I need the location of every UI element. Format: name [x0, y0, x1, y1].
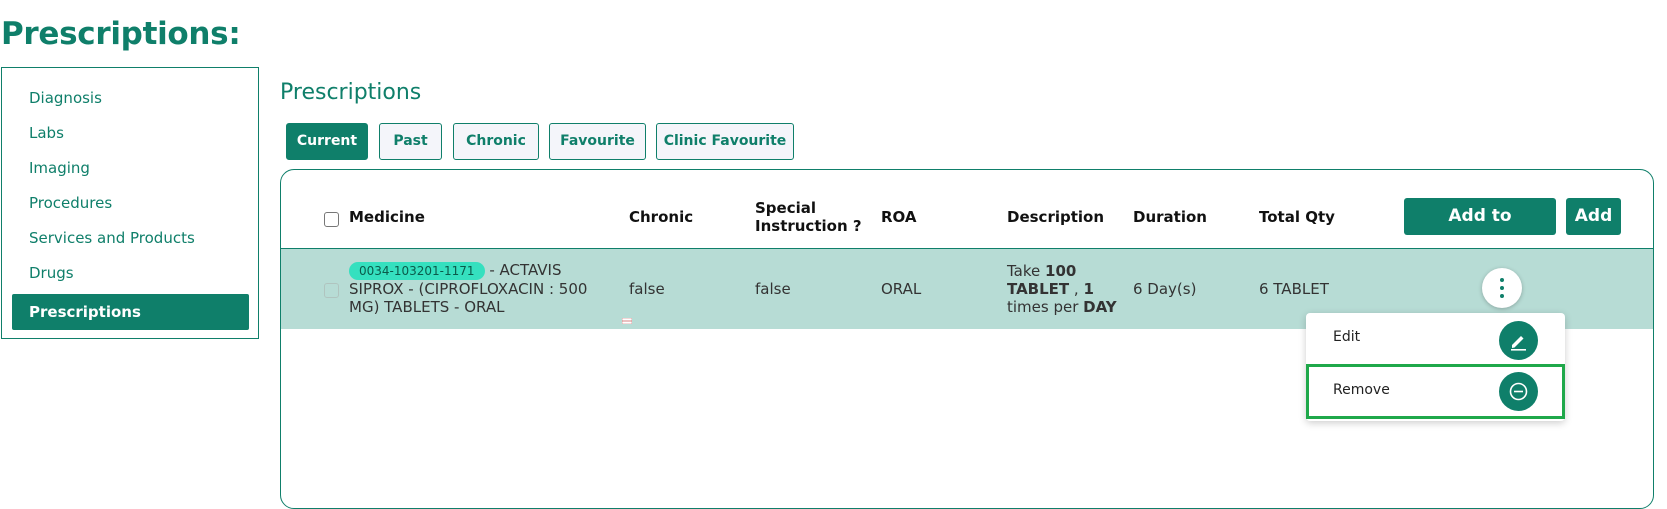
- section-title: Prescriptions: [280, 80, 422, 105]
- menu-item-edit[interactable]: Edit: [1306, 313, 1565, 363]
- row-checkbox[interactable]: [324, 283, 339, 298]
- tab-favourite[interactable]: Favourite: [549, 123, 646, 160]
- column-header-chronic: Chronic: [629, 208, 694, 226]
- description-period: DAY: [1083, 298, 1117, 316]
- duration-cell: 6 Day(s): [1133, 280, 1197, 298]
- description-unit: TABLET: [1007, 280, 1070, 298]
- column-header-medicine: Medicine: [349, 208, 425, 226]
- description-separator: ,: [1069, 280, 1084, 298]
- chronic-cell: false: [629, 280, 665, 298]
- total-qty-cell: 6 TABLET: [1259, 280, 1329, 298]
- edit-button[interactable]: [1499, 321, 1538, 360]
- medicine-name: - ACTAVIS SIPROX - (CIPROFLOXACIN : 500 …: [349, 261, 588, 316]
- page-title: Prescriptions:: [1, 16, 241, 52]
- description-text-2: times per: [1007, 298, 1084, 316]
- sidebar-item-labs[interactable]: Labs: [29, 124, 64, 142]
- tab-clinic-favourite[interactable]: Clinic Favourite: [656, 123, 794, 160]
- pencil-icon: [1511, 336, 1526, 351]
- sidebar: Diagnosis Labs Imaging Procedures Servic…: [1, 67, 259, 339]
- sidebar-item-procedures[interactable]: Procedures: [29, 194, 113, 212]
- column-header-duration: Duration: [1133, 208, 1207, 226]
- sidebar-item-services-and-products[interactable]: Services and Products: [29, 229, 195, 247]
- description-text: Take: [1007, 262, 1046, 280]
- column-header-description: Description: [1007, 208, 1105, 226]
- description-qty: 100: [1045, 262, 1077, 280]
- column-header-roa: ROA: [881, 208, 917, 226]
- row-actions-menu: Edit Remove: [1306, 313, 1565, 421]
- remove-button[interactable]: [1499, 372, 1538, 411]
- tab-chronic[interactable]: Chronic: [453, 123, 539, 160]
- sidebar-item-prescriptions[interactable]: Prescriptions: [12, 294, 249, 330]
- select-all-checkbox[interactable]: [324, 212, 339, 227]
- menu-item-remove[interactable]: Remove: [1306, 364, 1565, 419]
- row-actions-kebab-button[interactable]: [1482, 268, 1522, 308]
- medicine-cell: 0034-103201-1171 - ACTAVIS SIPROX - (CIP…: [349, 261, 614, 316]
- roa-cell: ORAL: [881, 280, 922, 298]
- add-button[interactable]: Add: [1566, 198, 1621, 235]
- minus-circle-icon: [1509, 382, 1528, 401]
- kebab-dot: [1500, 286, 1504, 290]
- description-times: 1: [1083, 280, 1094, 298]
- sidebar-item-diagnosis[interactable]: Diagnosis: [29, 89, 102, 107]
- kebab-menu-icon: [1500, 278, 1504, 282]
- medicine-code-badge: 0034-103201-1171: [349, 262, 485, 280]
- description-cell: Take 100 TABLET , 1 times per DAY: [1007, 262, 1117, 316]
- menu-item-edit-label: Edit: [1333, 329, 1361, 345]
- special-instruction-cell: false: [755, 280, 791, 298]
- tab-past[interactable]: Past: [379, 123, 442, 160]
- add-to-favourite-button[interactable]: Add to Favourite: [1404, 198, 1556, 263]
- column-header-total-qty: Total Qty: [1259, 208, 1335, 226]
- flag-icon: [622, 318, 632, 324]
- sidebar-item-imaging[interactable]: Imaging: [29, 159, 90, 177]
- menu-item-remove-label: Remove: [1333, 382, 1390, 398]
- sidebar-item-drugs[interactable]: Drugs: [29, 264, 74, 282]
- tab-current[interactable]: Current: [286, 123, 368, 160]
- column-header-special-instruction: Special Instruction ?: [755, 199, 862, 235]
- kebab-dot: [1500, 294, 1504, 298]
